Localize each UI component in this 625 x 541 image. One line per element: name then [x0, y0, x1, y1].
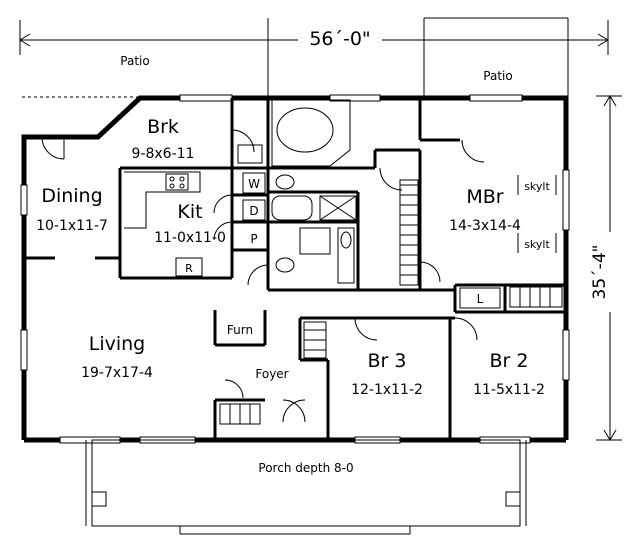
porch: [85, 439, 527, 535]
refrigerator-label: R: [185, 262, 193, 275]
kitchen-counters: [124, 171, 203, 277]
furnace-label: Furn: [227, 323, 253, 337]
width-dimension: 56´-0": [19, 20, 609, 55]
bedroom3-name: Br 3: [368, 350, 407, 372]
breakfast-name: Brk: [147, 116, 179, 138]
skylight-label-top: skylt: [524, 180, 550, 193]
bedroom3-size: 12-1x11-2: [351, 382, 423, 398]
patio-label-right: Patio: [483, 69, 512, 83]
overall-width-label: 56´-0": [309, 28, 370, 50]
sink-icon: [340, 231, 352, 249]
living-name: Living: [89, 333, 146, 355]
dining-size: 10-1x11-7: [36, 218, 108, 234]
depth-dimension: 35´-4": [590, 95, 622, 441]
living-size: 19-7x17-4: [81, 365, 153, 381]
dryer-box: [242, 199, 266, 221]
master-size: 14-3x14-4: [449, 218, 521, 234]
linen-label: L: [477, 292, 484, 306]
pantry-label: P: [250, 232, 257, 246]
dryer-label: D: [249, 204, 258, 218]
doors: [41, 129, 485, 423]
bedroom2-size: 11-5x11-2: [473, 382, 545, 398]
washer-box: [242, 172, 266, 194]
interior-walls: [24, 98, 566, 440]
bathtub-icon: [271, 195, 313, 221]
washer-label: W: [248, 177, 260, 191]
skylight-label-bottom: skylt: [524, 238, 550, 251]
breakfast-size: 9-8x6-11: [132, 146, 195, 162]
patio-label-left: Patio: [120, 54, 149, 68]
fixture-labels: W D P R Furn L skylt skylt: [185, 172, 557, 337]
foyer-name: Foyer: [255, 367, 288, 381]
kitchen-size: 11-0x11-0: [154, 230, 226, 246]
cooktop-icon: [165, 173, 189, 191]
bath-fixtures: [271, 99, 357, 284]
dining-name: Dining: [41, 185, 102, 207]
room-labels: Brk 9-8x6-11 Dining 10-1x11-7 Kit 11-0x1…: [36, 116, 545, 475]
patio-outline: [22, 17, 569, 98]
master-name: MBr: [466, 186, 503, 208]
toilet-icon: [275, 174, 295, 190]
closet-hatching: [219, 144, 563, 425]
bedroom2-name: Br 2: [490, 350, 529, 372]
tub-icon: [276, 107, 334, 153]
porch-label: Porch depth 8-0: [258, 461, 353, 475]
refrigerator-icon: [175, 257, 203, 277]
overall-depth-label: 35´-4": [590, 245, 610, 300]
linen-box: [459, 287, 501, 309]
kitchen-name: Kit: [177, 201, 202, 223]
